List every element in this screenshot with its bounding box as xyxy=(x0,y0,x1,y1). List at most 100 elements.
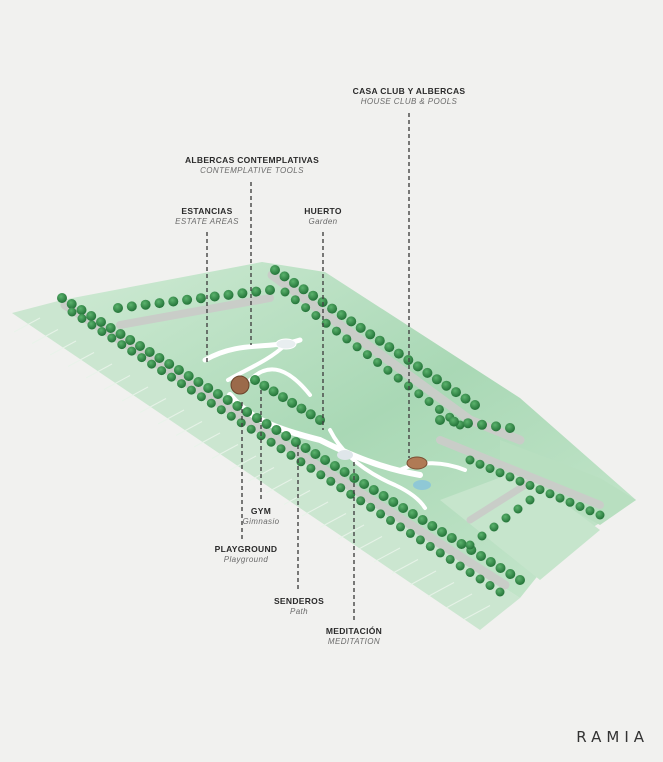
label-albercas: ALBERCAS CONTEMPLATIVAS CONTEMPLATIVE TO… xyxy=(184,155,320,175)
tree xyxy=(144,347,155,357)
meditation-area xyxy=(337,450,353,460)
tree xyxy=(449,416,459,427)
tree xyxy=(223,289,234,300)
tree xyxy=(280,287,290,297)
tree xyxy=(407,509,418,519)
tree xyxy=(470,400,480,410)
leader-lines xyxy=(206,113,410,622)
tree xyxy=(251,286,262,297)
tree xyxy=(396,522,405,532)
tree xyxy=(489,522,499,532)
tree xyxy=(196,392,206,402)
tree xyxy=(332,326,341,336)
tree xyxy=(310,449,321,459)
label-estancias: ESTANCIAS ESTATE AREAS xyxy=(175,206,239,226)
tree xyxy=(237,288,248,299)
tree xyxy=(368,485,379,495)
tree xyxy=(525,495,535,505)
tree xyxy=(182,294,193,305)
tree xyxy=(270,265,280,275)
tree xyxy=(491,421,501,432)
tree xyxy=(97,327,107,336)
tree xyxy=(376,509,386,519)
tree xyxy=(595,510,605,520)
tree xyxy=(575,502,585,511)
tree xyxy=(77,314,87,323)
tree xyxy=(296,403,307,414)
tree xyxy=(434,404,444,414)
tree xyxy=(465,540,475,550)
tree xyxy=(425,541,435,551)
tree xyxy=(279,271,290,282)
tree xyxy=(352,342,362,352)
tree xyxy=(236,418,246,428)
brand-logo: RAMIA xyxy=(576,728,649,746)
tree xyxy=(356,496,366,506)
contemplative-pool xyxy=(275,338,297,350)
pool xyxy=(413,480,431,490)
tree xyxy=(485,581,495,590)
label-meditacion: MEDITACIÓN MEDITATION xyxy=(325,626,383,646)
tree xyxy=(475,574,485,584)
tree xyxy=(301,303,311,313)
tree xyxy=(346,489,356,499)
tree xyxy=(362,350,372,360)
tree xyxy=(281,431,292,441)
tree xyxy=(495,468,505,478)
tree xyxy=(365,329,376,340)
tree xyxy=(222,395,233,405)
tree xyxy=(261,419,272,429)
tree xyxy=(393,348,404,359)
tree xyxy=(126,301,137,312)
tree xyxy=(268,386,279,397)
tree xyxy=(140,299,151,310)
tree xyxy=(565,497,575,507)
tree xyxy=(359,479,370,489)
tree xyxy=(475,459,485,469)
tree xyxy=(154,353,165,363)
tree xyxy=(203,383,214,393)
tree xyxy=(154,298,165,309)
tree xyxy=(545,489,555,499)
tree xyxy=(117,340,127,350)
tree xyxy=(67,307,77,317)
tree xyxy=(451,387,461,398)
tree xyxy=(398,503,409,513)
tree xyxy=(476,551,486,561)
tree xyxy=(216,405,226,415)
tree xyxy=(525,480,535,490)
label-casa-club: CASA CLUB Y ALBERCAS HOUSE CLUB & POOLS xyxy=(352,86,466,106)
tree xyxy=(465,568,475,577)
tree xyxy=(463,418,473,429)
tree xyxy=(435,415,445,425)
tree xyxy=(135,341,145,351)
tree xyxy=(339,467,350,477)
tree xyxy=(456,539,467,549)
tree xyxy=(298,284,309,295)
tree xyxy=(107,333,117,343)
tree xyxy=(435,548,445,558)
tree xyxy=(386,515,395,525)
trees xyxy=(57,265,605,597)
tree xyxy=(212,389,223,399)
tree xyxy=(505,472,515,482)
tree xyxy=(246,424,256,434)
tree xyxy=(308,290,319,301)
tree xyxy=(316,470,326,480)
tree xyxy=(342,334,352,344)
tree xyxy=(346,316,357,327)
tree xyxy=(167,372,176,382)
tree xyxy=(289,277,299,288)
tree xyxy=(137,353,147,363)
tree xyxy=(412,361,423,372)
tree xyxy=(485,557,496,567)
tree xyxy=(465,455,475,465)
label-huerto: HUERTO Garden xyxy=(304,206,342,226)
tree xyxy=(477,419,487,430)
tree xyxy=(87,320,97,330)
tree xyxy=(250,375,260,385)
tree xyxy=(157,366,167,376)
tree xyxy=(147,359,157,369)
tree xyxy=(286,450,296,460)
tree xyxy=(168,296,179,307)
